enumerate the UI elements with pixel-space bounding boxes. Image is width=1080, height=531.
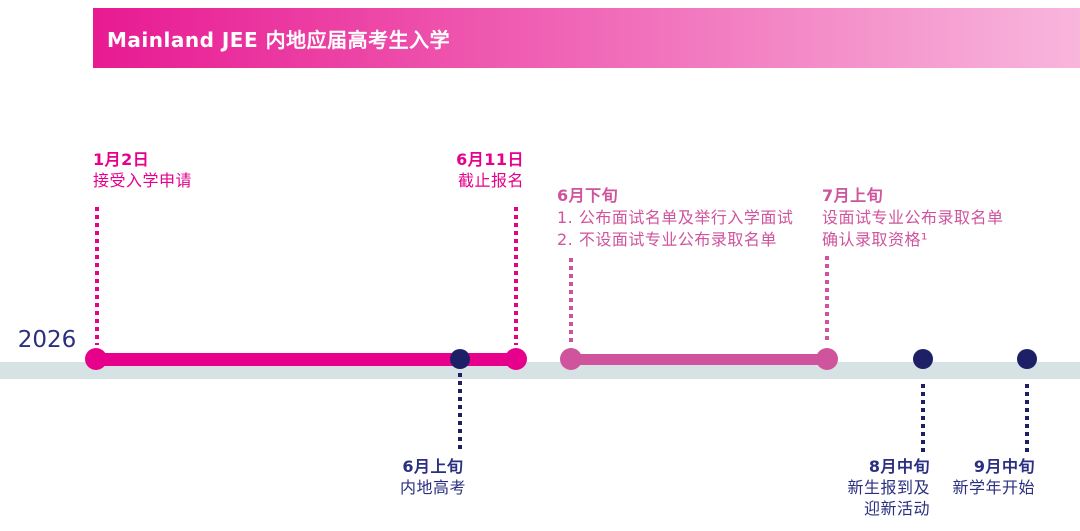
event-line: 新学年开始 [952,478,1035,497]
event-date: 8月中旬 [868,457,930,476]
event-line: 内地高考 [399,478,466,497]
event-line: 设面试专业公布录取名单 [822,208,1004,227]
leader-line-jun-early [458,373,462,451]
event-label-sep-mid: 9月中旬 新学年开始 [952,456,1035,498]
event-line: 截止报名 [457,171,524,190]
timeline-axis [0,362,1080,379]
event-date: 9月中旬 [973,457,1035,476]
event-line: 迎新活动 [863,499,930,518]
leader-line-aug-mid [921,384,925,452]
title-banner: Mainland JEE 内地应届高考生入学 [93,8,1080,68]
leader-line-jul-early [825,256,829,344]
leader-line-jan2 [95,207,99,345]
segment2-bar [571,354,827,365]
milestone-dot-jun-early [450,349,470,369]
event-label-jun-early: 6月上旬 内地高考 [394,456,472,498]
event-date: 6月上旬 [402,457,464,476]
event-line: 新生报到及 [847,478,930,497]
event-label-jun-late: 6月下旬 1. 公布面试名单及举行入学面试 2. 不设面试专业公布录取名单 [557,185,793,251]
event-line: 1. 公布面试名单及举行入学面试 [557,208,794,227]
event-label-jan2: 1月2日 接受入学申请 [93,149,192,191]
segment1-bar [96,353,516,366]
leader-line-jun-late [569,258,573,344]
segment1-end-dot [505,348,527,370]
event-label-jul-early: 7月上旬 设面试专业公布录取名单 确认录取资格¹ [822,185,1004,251]
event-label-jun11: 6月11日 截止报名 [456,149,524,191]
event-date: 6月下旬 [557,186,619,205]
leader-line-jun11 [514,207,518,345]
segment1-start-dot [85,348,107,370]
year-label: 2026 [17,327,77,353]
event-line: 2. 不设面试专业公布录取名单 [557,230,777,249]
event-date: 6月11日 [456,150,524,169]
milestone-dot-sep-mid [1017,349,1037,369]
event-line: 确认录取资格¹ [822,230,928,249]
event-date: 7月上旬 [822,186,884,205]
leader-line-sep-mid [1025,384,1029,452]
segment2-start-dot [560,348,582,370]
event-label-aug-mid: 8月中旬 新生报到及 迎新活动 [847,456,930,519]
event-date: 1月2日 [93,150,150,169]
page-title: Mainland JEE 内地应届高考生入学 [107,27,451,52]
event-line: 接受入学申请 [93,171,193,190]
milestone-dot-aug-mid [913,349,933,369]
segment2-end-dot [816,348,838,370]
